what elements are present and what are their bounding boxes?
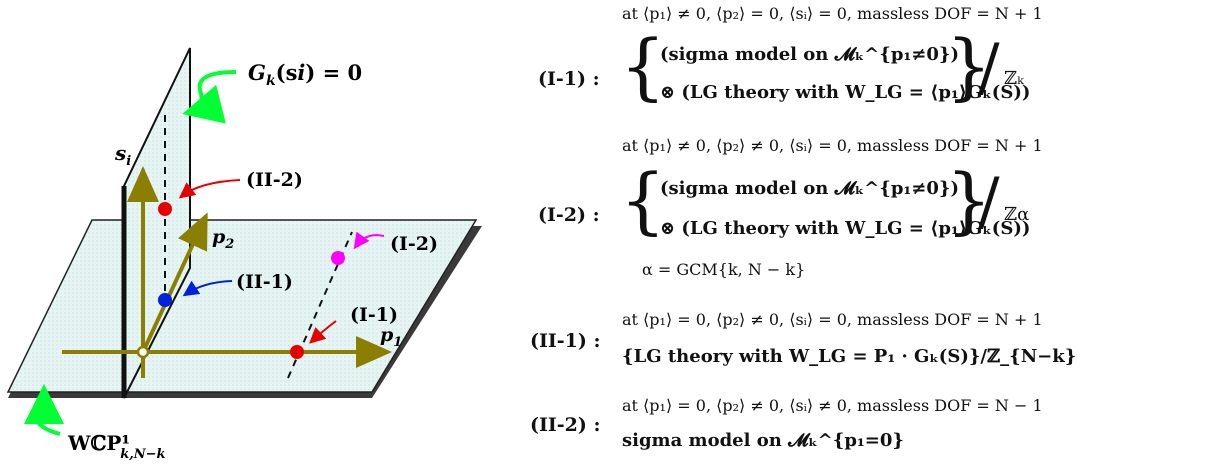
phase-tag-II-1: (II-1) : — [530, 330, 601, 352]
phase-line1-II-1: {LG theory with W_LG = P₁ · Gₖ(S)}/ℤ_{N−… — [622, 346, 1077, 367]
quotient-slash: / — [978, 31, 1000, 105]
phase-cond-I-1: at ⟨p₁⟩ ≠ 0, ⟨p₂⟩ = 0, ⟨sᵢ⟩ = 0, massles… — [622, 4, 1043, 23]
point-I-1 — [290, 345, 304, 359]
point-II-1 — [158, 293, 172, 307]
point-I-2 — [331, 251, 345, 265]
arrow-II-1 — [182, 280, 233, 297]
point-II-2 — [158, 202, 172, 216]
phase-line1-I-1: (sigma model on 𝓜ₖ^{p₁≠0}) — [660, 44, 960, 65]
p2-axis — [141, 212, 208, 353]
phase-extra-I-2: α = GCM{k, N − k} — [642, 260, 806, 279]
label-I-1: (I-1) — [350, 304, 398, 326]
phase-tag-II-2: (II-2) : — [530, 414, 601, 436]
right-brace: } — [946, 24, 992, 108]
origin-point — [136, 345, 150, 359]
arrow-I-2 — [353, 231, 385, 250]
hyperplane-label: Gk(si) = 0 — [248, 60, 362, 89]
arrow-I-1 — [309, 320, 337, 344]
quotient-slash: / — [978, 165, 1000, 239]
label-II-2: (II-2) — [246, 169, 303, 191]
phase-line2-I-2: ⊗ (LG theory with W_LG = ⟨p₁⟩Gₖ(S)) — [660, 218, 1031, 239]
phase-descriptions: (I-1) : at ⟨p₁⟩ ≠ 0, ⟨p₂⟩ = 0, ⟨sᵢ⟩ = 0,… — [530, 0, 1218, 468]
plane-label: WℂP¹k,N−k — [67, 431, 166, 462]
label-I-2: (I-2) — [390, 233, 438, 255]
phase-line1-II-2: sigma model on 𝓜ₖ^{p₁=0} — [622, 430, 904, 451]
right-brace: } — [946, 158, 992, 242]
phase-diagram: Gk(si) = 0 si p2 p1 (II-2) (II-1) (I-2) … — [6, 47, 482, 462]
phase-cond-II-1: at ⟨p₁⟩ = 0, ⟨p₂⟩ ≠ 0, ⟨sᵢ⟩ = 0, massles… — [622, 310, 1043, 329]
arrow-plane-label — [23, 384, 64, 436]
arrow-hyperplane-label — [182, 70, 237, 124]
phase-tag-I-2: (I-2) : — [538, 204, 600, 226]
p2-axis-label: p2 — [212, 226, 234, 252]
left-brace: { — [620, 24, 666, 108]
phase-cond-II-2: at ⟨p₁⟩ = 0, ⟨p₂⟩ ≠ 0, ⟨sᵢ⟩ ≠ 0, massles… — [622, 396, 1043, 415]
phase-tag-I-1: (I-1) : — [538, 68, 600, 90]
phase-cond-I-2: at ⟨p₁⟩ ≠ 0, ⟨p₂⟩ ≠ 0, ⟨sᵢ⟩ = 0, massles… — [622, 136, 1043, 155]
s-axis-label: si — [114, 141, 131, 169]
phase-line2-I-1: ⊗ (LG theory with W_LG = ⟨p₁⟩Gₖ(S)) — [660, 82, 1031, 103]
phase-line1-I-2: (sigma model on 𝓜ₖ^{p₁≠0}) — [660, 178, 960, 199]
quotient-I-1: ℤₖ — [1004, 68, 1024, 89]
quotient-I-2: ℤα — [1004, 204, 1030, 225]
label-II-1: (II-1) — [236, 271, 293, 293]
left-brace: { — [620, 158, 666, 242]
arrow-II-2 — [178, 179, 241, 199]
p1-axis-label: p1 — [380, 324, 402, 350]
hyperplane — [121, 47, 191, 399]
